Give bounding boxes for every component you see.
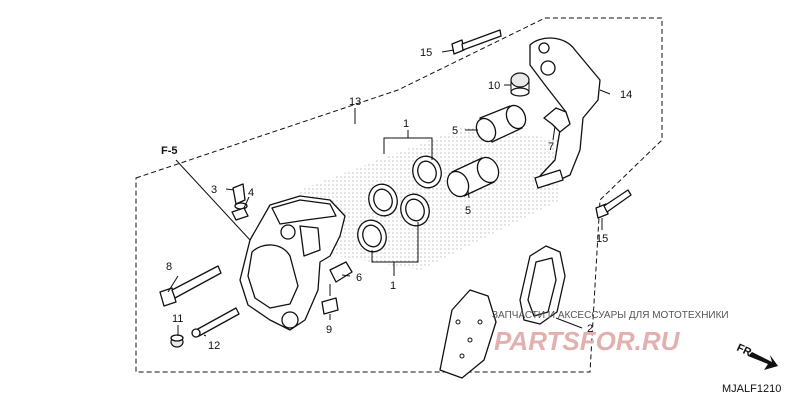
bolt-15-top	[451, 29, 502, 55]
bolt-9	[321, 284, 339, 315]
shaded-band	[300, 125, 560, 270]
callout-11: 11	[172, 313, 183, 325]
front-direction-arrow: FR.	[735, 342, 778, 370]
caliper-body	[239, 195, 346, 331]
piston-top	[475, 104, 527, 143]
piston-bottom	[446, 156, 500, 198]
callout-3: 3	[211, 184, 217, 196]
callout-1-bottom: 1	[390, 280, 396, 292]
leader-lines	[167, 49, 611, 337]
callout-8: 8	[166, 261, 172, 273]
brake-pad-front	[439, 289, 497, 379]
callout-1-top: 1	[403, 118, 409, 130]
assembly-boundary	[135, 17, 663, 373]
bolt-15-bottom	[595, 189, 632, 219]
callout-10: 10	[488, 80, 500, 92]
pad-retainer	[329, 261, 353, 283]
pin-bolt-8	[159, 265, 222, 307]
callout-15-top: 15	[420, 47, 432, 59]
diagram-code: MJALF1210	[722, 383, 781, 395]
callout-2: 2	[587, 323, 593, 335]
piston-seal-set	[357, 155, 442, 253]
pad-spring	[543, 107, 571, 133]
watermark-caption: ЗАПЧАСТИ И АКСЕССУАРЫ ДЛЯ МОТОТЕХНИКИ	[492, 310, 729, 321]
brake-pad-rear	[519, 245, 566, 325]
callout-15-bottom: 15	[596, 233, 608, 245]
pin-12	[191, 307, 240, 338]
callout-5-bottom: 5	[465, 205, 471, 217]
callout-14: 14	[620, 89, 632, 101]
callout-7: 7	[548, 141, 554, 153]
callout-5-top: 5	[452, 125, 458, 137]
callout-4: 4	[248, 187, 254, 199]
callout-12: 12	[208, 340, 220, 352]
callout-9: 9	[326, 324, 332, 336]
callout-6: 6	[356, 272, 362, 284]
reference-f5: F-5	[161, 145, 178, 157]
bleeder-cap	[231, 207, 249, 221]
plug-11	[170, 334, 184, 348]
callout-13: 13	[349, 96, 361, 108]
boot	[510, 72, 530, 97]
bleeder-screw	[232, 183, 248, 210]
watermark-logo: PARTSFOR.RU	[494, 326, 681, 356]
